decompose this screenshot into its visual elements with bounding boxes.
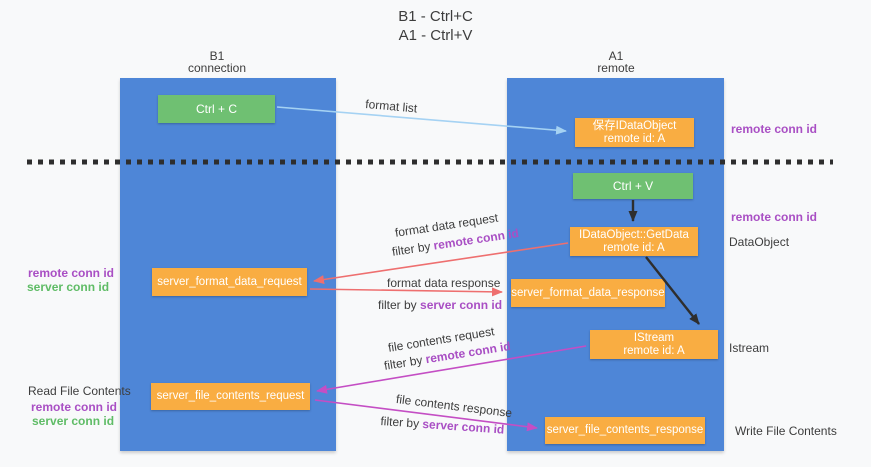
save-idataobject-line2: remote id: A [603,132,666,145]
format-data-response-filter-label: filter by server conn id [378,298,502,312]
remote-conn-id-annotation-left-1: remote conn id [28,266,115,280]
column-b1-role: connection [187,61,247,75]
server-conn-id-annotation-left-1: server conn id [27,280,110,294]
server-file-contents-response-box: server_file_contents_response [545,417,705,444]
save-idataobject-box: 保存IDataObject remote id: A [575,118,694,147]
istream-line1: IStream [633,331,675,344]
istream-box: IStream remote id: A [590,330,718,359]
format-data-response-label: format data response [387,276,501,290]
ctrl-c-label: Ctrl + C [195,101,237,116]
remote-conn-id-annotation-mid: remote conn id [731,210,818,224]
format-list-label: format list [364,97,418,116]
getdata-box: IDataObject::GetData remote id: A [570,227,698,256]
column-a1-name: A1 [608,49,624,63]
column-a1-role: remote [597,61,635,75]
read-file-contents-annotation: Read File Contents [28,384,131,398]
filter-by-text: filter by [380,414,423,431]
filter-by-text: filter by [391,238,435,259]
save-idataobject-line1: 保存IDataObject [592,119,677,132]
column-header-b1: B1 connection [157,50,277,74]
istream-label: IStream remote id: A [623,332,684,358]
write-file-contents-annotation: Write File Contents [735,424,837,438]
ctrl-v-label: Ctrl + V [612,178,654,193]
server-format-data-response-label: server_format_data_response [511,286,665,299]
ctrl-c-box: Ctrl + C [158,95,275,123]
column-header-a1: A1 remote [556,50,676,74]
filter-by-text: filter by [378,298,421,312]
dataobject-annotation: DataObject [729,235,790,249]
getdata-label: IDataObject::GetData remote id: A [579,229,689,255]
server-file-contents-response-label: server_file_contents_response [546,424,704,436]
remote-conn-id-annotation-left-2: remote conn id [31,400,118,414]
server-format-data-request-box: server_format_data_request [152,268,307,296]
istream-annotation: Istream [729,341,770,355]
getdata-line1: IDataObject::GetData [579,228,689,241]
server-conn-id-text: server conn id [420,298,503,312]
server-conn-id-text: server conn id [421,416,505,437]
ctrl-v-box: Ctrl + V [573,173,693,199]
server-file-contents-request-box: server_file_contents_request [151,383,310,410]
column-b1-name: B1 [209,49,225,63]
diagram-title: B1 - Ctrl+C A1 - Ctrl+V [0,7,871,45]
remote-conn-id-annotation-top: remote conn id [731,122,818,136]
server-conn-id-annotation-left-2: server conn id [32,414,115,428]
server-format-data-response-box: server_format_data_response [511,279,665,307]
file-contents-response-filter-label: filter by server conn id [380,414,505,437]
server-file-contents-request-label: server_file_contents_request [156,390,305,402]
server-format-data-request-label: server_format_data_request [157,275,302,288]
filter-by-text: filter by [383,352,427,373]
save-idataobject-label: 保存IDataObject remote id: A [593,120,677,146]
istream-line2: remote id: A [623,344,685,357]
getdata-line2: remote id: A [603,241,665,254]
title-line-2: A1 - Ctrl+V [398,27,473,44]
title-line-1: B1 - Ctrl+C [398,8,473,25]
